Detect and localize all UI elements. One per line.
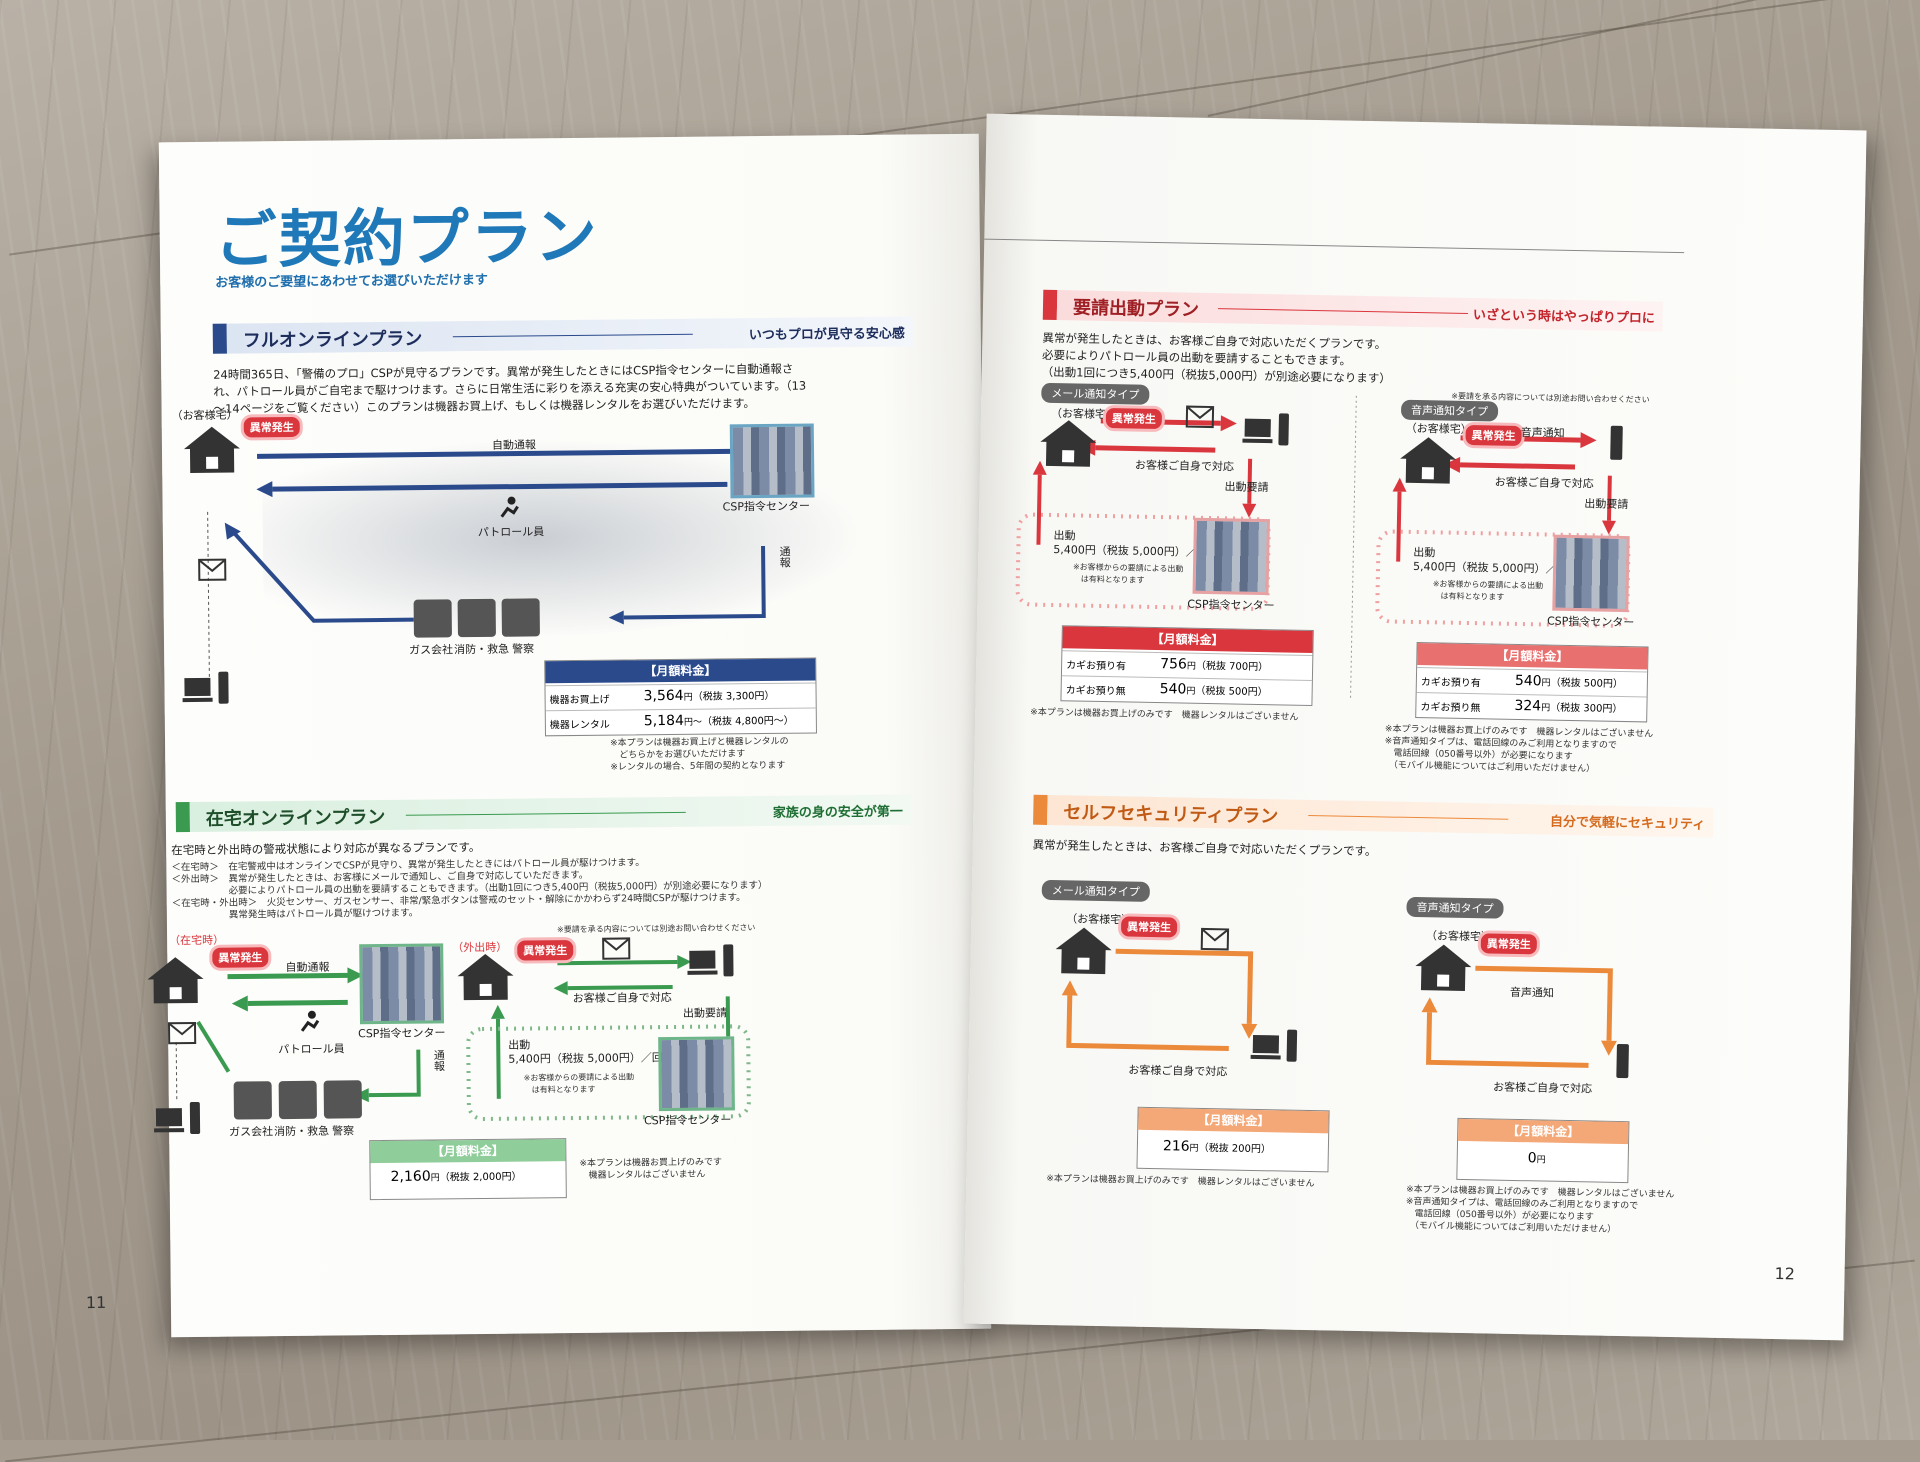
mail-icon <box>602 937 631 960</box>
patrol-label: パトロール員 <box>278 1042 345 1057</box>
fire-label: 消防・救急 <box>274 1124 330 1139</box>
at-home-label: （在宅時） <box>169 933 225 948</box>
self-mail-fee-table: 【月額料金】 216円（税抜 200円） <box>1136 1106 1330 1173</box>
self-response-label: お客様ご自身で対応 <box>572 991 672 1006</box>
auto-report-label: 自動通報 <box>285 960 330 975</box>
phone-icon <box>1616 1043 1629 1079</box>
voice-type-pill: 音声通知タイプ <box>1406 896 1504 919</box>
self-response-label: お客様ご自身で対応 <box>1492 1080 1593 1096</box>
running-patrol-icon <box>298 1010 320 1033</box>
center-label: CSP指令センター <box>643 1113 732 1128</box>
mail-icon <box>198 558 227 581</box>
mail-type-pill: メール通知タイプ <box>1041 879 1150 902</box>
voice-notice-label: 音声通知 <box>1509 985 1555 1000</box>
mail-icon <box>1200 927 1230 951</box>
page-number: 11 <box>85 1292 107 1313</box>
page-number: 12 <box>1774 1264 1796 1284</box>
police-car-icon <box>323 1080 362 1119</box>
dispatch-request-label: 出動要請 <box>682 1006 727 1020</box>
home-online-fee-table: 【月額料金】 2,160円（税抜 2,000円） <box>369 1138 567 1201</box>
pc-and-phone-icon <box>1242 413 1293 450</box>
pc-and-phone-icon <box>182 671 232 709</box>
house-icon <box>1415 944 1472 992</box>
alert-badge: 異常発生 <box>1120 916 1178 938</box>
house-icon <box>183 426 240 474</box>
pc-and-phone-icon <box>154 1101 204 1139</box>
house-icon <box>1400 437 1457 484</box>
gas-label: ガス会社 <box>229 1125 274 1139</box>
self-response-label: お客様ご自身で対応 <box>1128 1063 1228 1079</box>
control-center-photo <box>658 1036 735 1112</box>
report-label: 通報 <box>432 1049 446 1072</box>
brochure-left-page: ご契約プラン お客様のご要望にあわせてお選びいただけます フルオンラインプラン … <box>86 133 992 1338</box>
fee-value: 216円（税抜 200円） <box>1162 1138 1271 1156</box>
self-security-flow-arrows <box>1061 948 1618 1068</box>
brochure-right-page: 要請出動プラン いざという時はやっぱりプロに 異常が発生したときは、お客様ご自身… <box>963 113 1867 1341</box>
control-center-photo <box>359 943 445 1025</box>
self-voice-notes: ※本プランは機器お買上げのみです 機器レンタルはございません ※音声通知タイプは… <box>1405 1184 1675 1235</box>
fee-title: 【月額料金】 <box>370 1139 566 1164</box>
self-voice-fee-table: 【月額料金】 0円 <box>1456 1117 1630 1184</box>
fee-title: 【月額料金】 <box>1458 1118 1629 1145</box>
floor-seam <box>1207 0 1913 117</box>
house-icon <box>147 957 204 1004</box>
fee-value: 2,160円（税抜 2,000円） <box>390 1168 522 1185</box>
house-icon <box>1040 420 1097 467</box>
center-label: CSP指令センター <box>358 1026 446 1041</box>
pc-and-phone-icon <box>687 944 737 981</box>
running-patrol-icon <box>497 496 519 519</box>
full-online-flow-arrows <box>207 443 766 682</box>
mail-icon <box>167 1021 197 1045</box>
home-online-flow-arrows <box>175 954 751 1121</box>
police-label: 警察 <box>332 1124 355 1138</box>
fee-value: 0円 <box>1527 1150 1546 1167</box>
home-online-notes: ※本プランは機器お買上げのみです 機器レンタルはございません <box>579 1157 723 1181</box>
house-icon <box>1055 927 1112 975</box>
dispatch-note: ※お客様からの要請による出動 は有料となります <box>523 1072 635 1095</box>
alert-badge: 異常発生 <box>1480 933 1538 955</box>
gas-company-icon <box>233 1081 273 1120</box>
dispatch-fee: 5,400円（税抜 5,000円）／回 <box>508 1051 663 1066</box>
house-icon <box>457 953 514 1001</box>
mail-icon <box>1185 405 1215 429</box>
out-label: （外出時） <box>452 940 508 955</box>
ambulance-icon <box>278 1080 317 1120</box>
pc-and-phone-icon <box>1250 1029 1301 1066</box>
fee-title: 【月額料金】 <box>1138 1107 1329 1134</box>
alert-badge: 異常発生 <box>517 940 574 961</box>
alert-badge: 異常発生 <box>212 947 269 968</box>
